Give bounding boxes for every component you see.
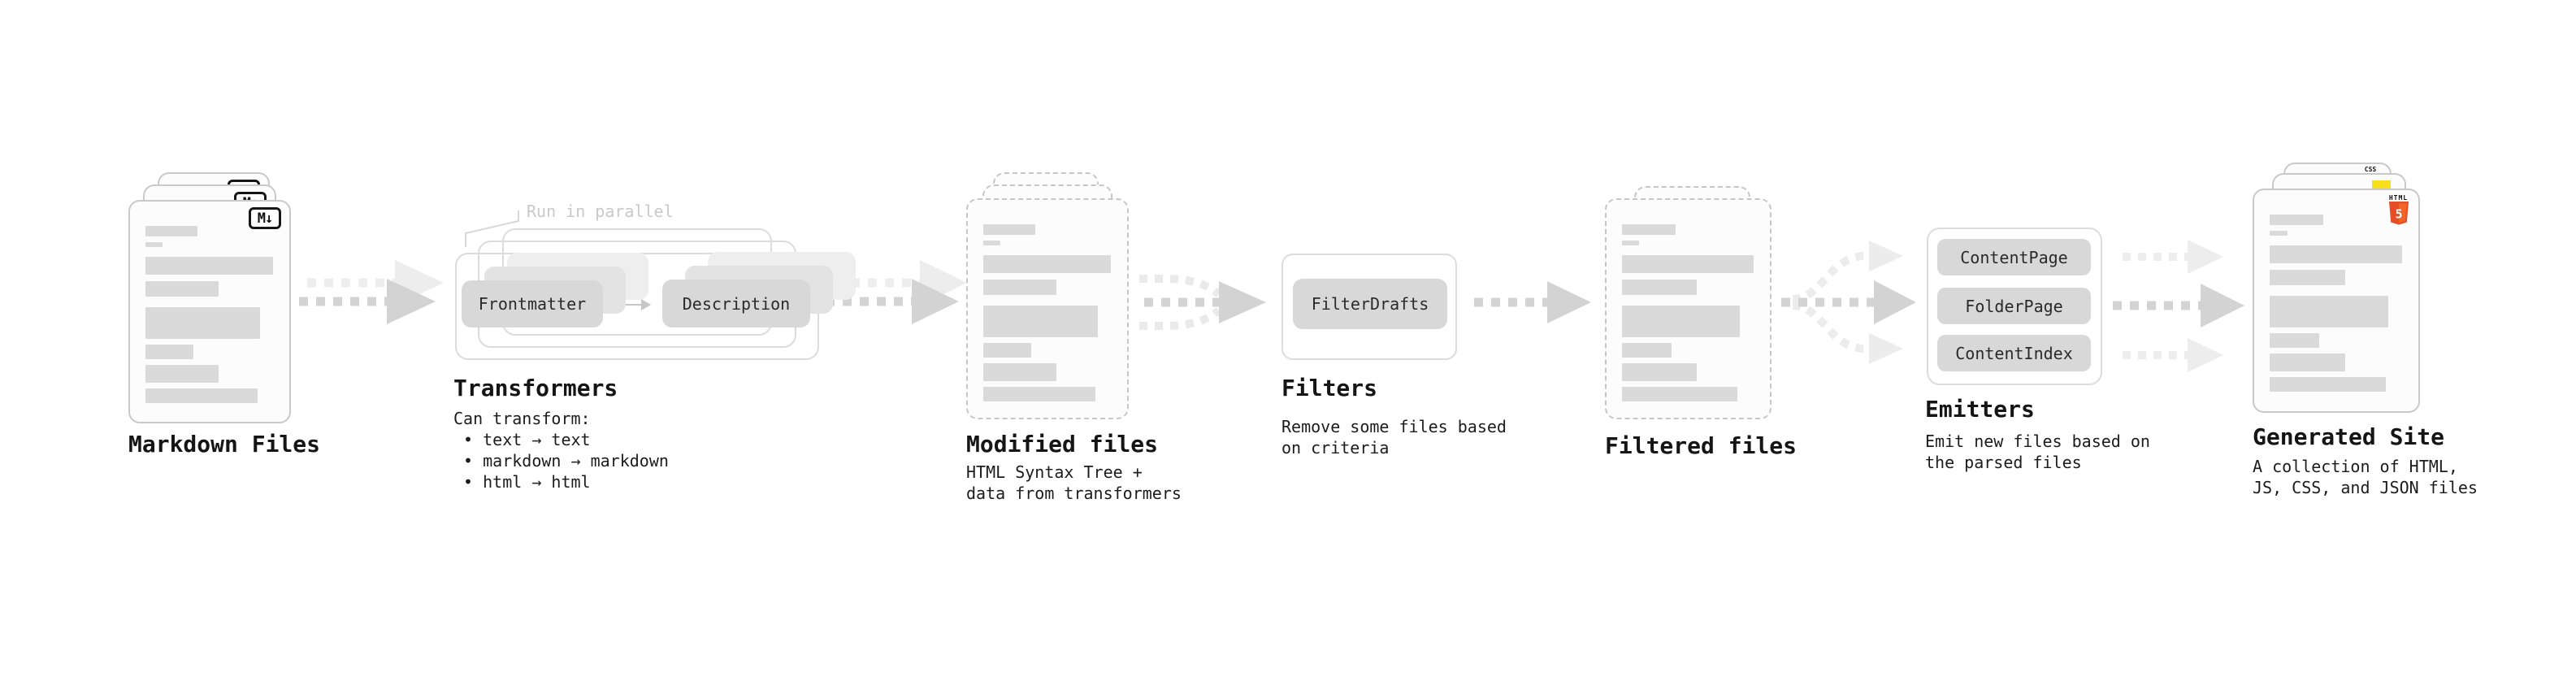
- run-in-parallel-annotation: Run in parallel: [527, 202, 674, 221]
- placeholder-text-bars: [2270, 215, 2405, 392]
- placeholder-bar: [983, 343, 1032, 358]
- placeholder-bar: [1622, 224, 1676, 235]
- placeholder-bar: [983, 224, 1035, 235]
- stage-title-markdown-files: Markdown Files: [128, 431, 321, 458]
- placeholder-bar: [983, 306, 1098, 337]
- placeholder-bar: [2270, 354, 2345, 371]
- pill-frontmatter: Frontmatter: [462, 280, 603, 327]
- placeholder-bar: [1622, 387, 1737, 401]
- markdown-badge-icon: M↓: [249, 207, 281, 229]
- placeholder-bar: [1622, 255, 1754, 273]
- placeholder-bar: [145, 388, 258, 403]
- placeholder-bar: [1622, 280, 1698, 295]
- placeholder-bar: [145, 307, 260, 339]
- flow-arrow-modified-to-filters: [1139, 275, 1266, 330]
- html5-badge-icon: HTML 5: [2387, 194, 2409, 229]
- stage-title-filtered-files: Filtered files: [1605, 432, 1798, 459]
- placeholder-bar: [145, 281, 219, 297]
- stage-title-transformers: Transformers: [453, 375, 618, 401]
- pill-description: Description: [662, 280, 810, 327]
- placeholder-bar: [145, 242, 163, 247]
- pill-contentpage: ContentPage: [1937, 239, 2091, 275]
- flow-arrow-markdown-to-transformers: [299, 279, 436, 324]
- flow-arrow-emitters-to-generated-bottom: [2123, 338, 2223, 372]
- placeholder-bar: [1622, 241, 1640, 245]
- file-card: [1605, 198, 1772, 419]
- placeholder-bar: [2270, 245, 2402, 263]
- placeholder-bar: [983, 241, 1000, 245]
- placeholder-bar: [2270, 296, 2389, 327]
- placeholder-bar: [145, 226, 197, 236]
- placeholder-text-bars: [983, 224, 1113, 401]
- file-card: HTML 5: [2253, 189, 2420, 413]
- stage-title-emitters: Emitters: [1925, 396, 2035, 423]
- pill-filterdrafts: FilterDrafts: [1293, 279, 1447, 329]
- placeholder-bar: [983, 363, 1056, 381]
- placeholder-text-bars: [1622, 224, 1756, 401]
- stage-title-generated-site: Generated Site: [2253, 423, 2445, 450]
- placeholder-bar: [145, 365, 219, 383]
- stage-title-filters: Filters: [1281, 375, 1378, 401]
- placeholder-text-bars: [145, 226, 275, 403]
- file-card: [966, 198, 1129, 419]
- placeholder-bar: [2270, 333, 2320, 348]
- placeholder-bar: [983, 255, 1111, 273]
- placeholder-bar: [1622, 363, 1698, 381]
- stage-description-transformers: Can transform: • text → text • markdown …: [453, 409, 669, 492]
- filters-frame: [1281, 254, 1457, 360]
- stage-title-modified-files: Modified files: [966, 431, 1159, 458]
- stage-description-generated-site: A collection of HTML, JS, CSS, and JSON …: [2253, 457, 2478, 497]
- pill-contentindex: ContentIndex: [1937, 335, 2091, 371]
- placeholder-bar: [145, 257, 273, 275]
- placeholder-bar: [2270, 377, 2386, 392]
- placeholder-bar: [1622, 306, 1741, 337]
- placeholder-bar: [2270, 270, 2345, 285]
- placeholder-bar: [145, 345, 194, 359]
- flow-arrow-markdown-to-transformers-ghost: [307, 260, 444, 306]
- flow-arrow-filters-to-filtered: [1474, 281, 1591, 323]
- emitters-frame: [1927, 228, 2102, 385]
- pill-folderpage: FolderPage: [1937, 288, 2091, 324]
- placeholder-bar: [2270, 231, 2288, 236]
- flow-arrow-filtered-to-emitters: [1781, 241, 1916, 364]
- flow-arrow-emitters-to-generated-middle: [2113, 284, 2244, 327]
- placeholder-bar: [983, 387, 1095, 401]
- js-badge-icon: [2372, 180, 2391, 189]
- stage-description-emitters: Emit new files based on the parsed files: [1925, 432, 2150, 472]
- placeholder-bar: [1622, 343, 1672, 358]
- stage-description-modified-files: HTML Syntax Tree + data from transformer…: [966, 462, 1182, 503]
- placeholder-bar: [983, 280, 1056, 295]
- file-card: M↓: [128, 200, 291, 423]
- flow-arrow-emitters-to-generated-top: [2123, 240, 2223, 274]
- svg-text:5: 5: [2395, 207, 2402, 222]
- placeholder-bar: [2270, 215, 2324, 225]
- stage-description-filters: Remove some files based on criteria: [1281, 417, 1507, 458]
